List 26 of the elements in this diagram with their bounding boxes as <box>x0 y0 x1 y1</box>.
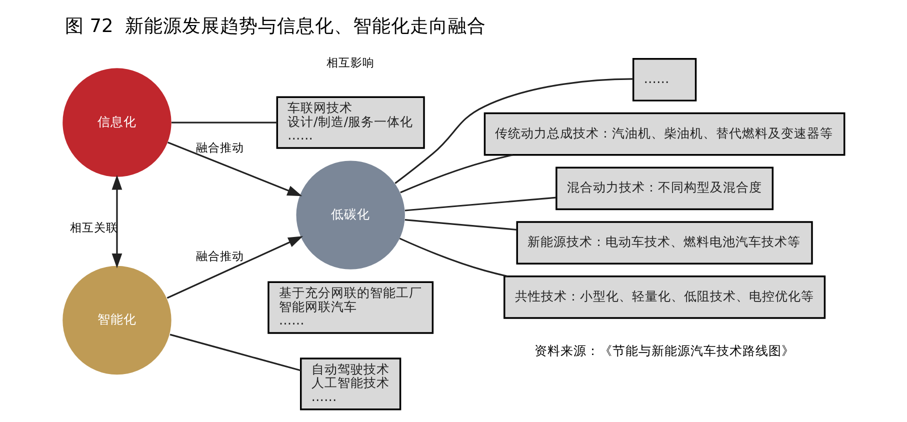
caption: 资料来源：《节能与新能源汽车技术路线图》 <box>534 342 795 358</box>
connector <box>404 218 517 231</box>
connector <box>170 334 302 372</box>
node-box: 自动驾驶技术 人工智能技术 …… <box>300 358 402 410</box>
connector <box>399 238 508 278</box>
node-circle: 信息化 <box>62 68 172 177</box>
arrow <box>112 174 122 268</box>
node-box: 基于充分网联的智能工厂 智能网联汽车 …… <box>268 281 434 334</box>
node-circle: 智能化 <box>62 266 172 375</box>
arrow <box>167 142 302 196</box>
connector <box>404 196 556 212</box>
node-box: 车联网技术 设计/制造/服务一体化 …… <box>276 96 425 149</box>
diagram-title: 图 72 新能源发展趋势与信息化、智能化走向融合 <box>64 16 486 38</box>
node-box: …… <box>632 58 697 102</box>
edge-label: 融合推动 <box>196 140 244 154</box>
arrow <box>166 236 304 299</box>
node-box: 共性技术：小型化、轻量化、低阻技术、电控优化等 <box>504 275 826 319</box>
connector <box>172 122 278 124</box>
connector <box>400 154 513 194</box>
edge-label: 融合推动 <box>196 249 244 264</box>
node-box: 传统动力总成技术：汽油机、柴油机、替代燃料及变速器等 <box>484 112 846 156</box>
node-box: 混合动力技术：不同构型及混合度 <box>556 166 774 210</box>
label: 相互影响 <box>326 55 375 70</box>
node-circle: 低碳化 <box>296 160 405 270</box>
connector <box>394 78 634 184</box>
node-box: 新能源技术：电动车技术、燃料电池汽车技术等 <box>516 221 813 264</box>
